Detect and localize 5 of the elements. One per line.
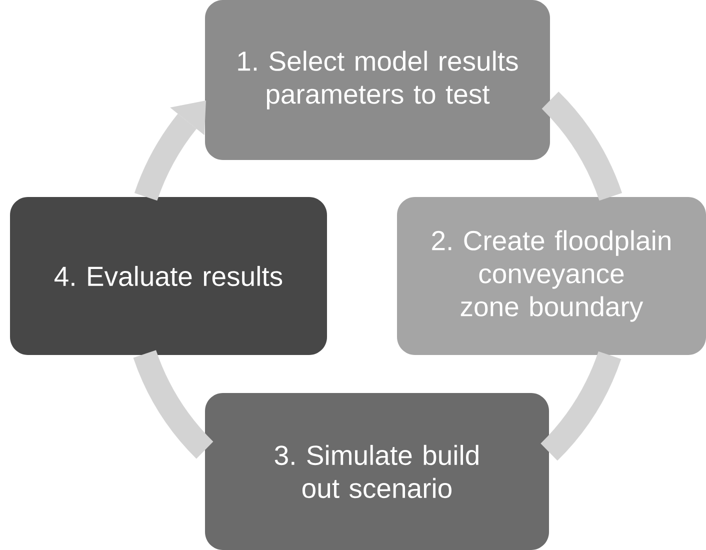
cycle-arrow <box>134 100 206 201</box>
process-box: 2. Create floodplain conveyance zone boundary <box>397 197 706 355</box>
process-box: 1. Select model results parameters to test <box>205 0 550 160</box>
process-box: 4. Evaluate results <box>10 197 327 355</box>
process-box: 3. Simulate build out scenario <box>205 393 549 550</box>
